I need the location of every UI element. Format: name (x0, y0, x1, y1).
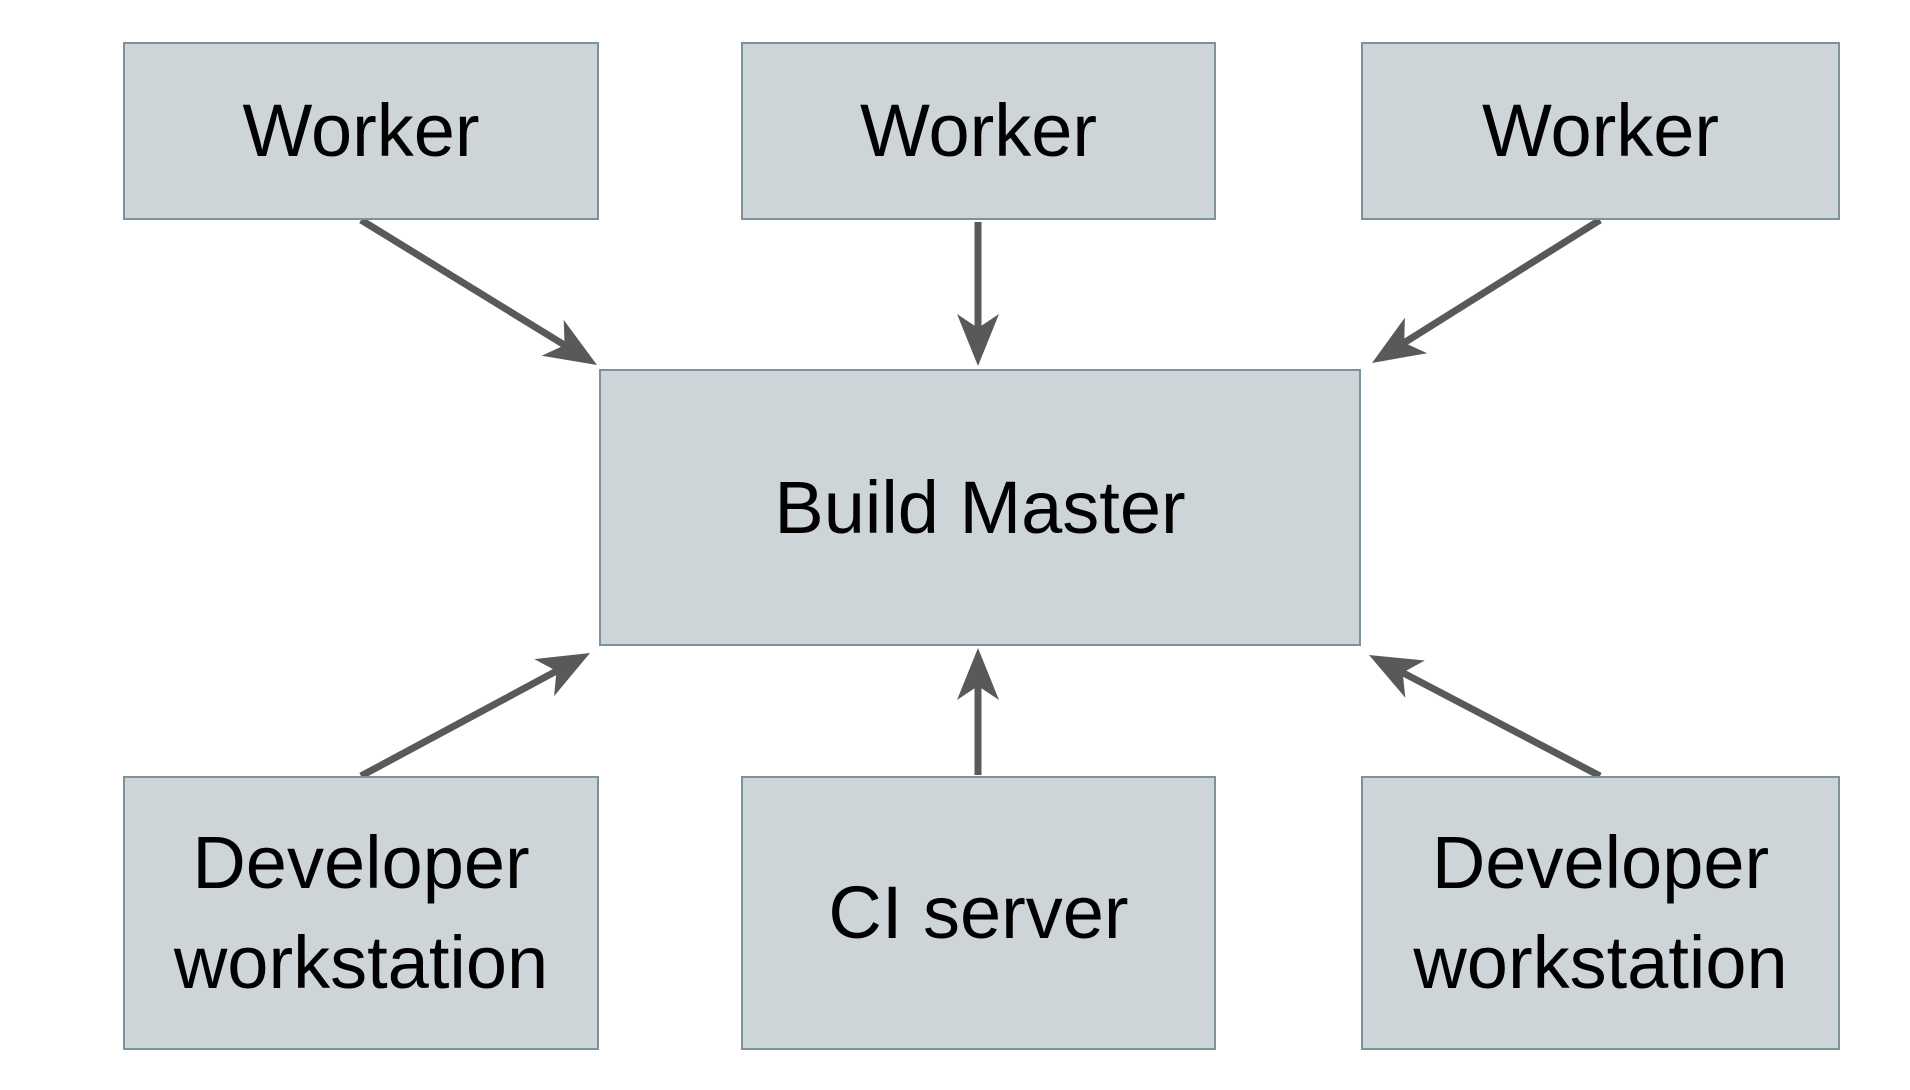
node-worker-3-label: Worker (1481, 89, 1720, 173)
node-build-master-label: Build Master (774, 465, 1186, 549)
node-build-master: Build Master (599, 369, 1361, 646)
edge-line (1398, 217, 1602, 348)
edge-line (359, 666, 562, 780)
arrow-worker3-to-buildmaster (1372, 217, 1602, 363)
node-ci-server: CI server (741, 776, 1216, 1050)
arrowhead-icon (957, 648, 999, 700)
arrow-worker1-to-buildmaster (359, 217, 597, 365)
arrow-devworkstation1-to-buildmaster (359, 653, 590, 780)
edge-line (359, 217, 570, 351)
node-developer-workstation-2-label: Developer workstation (1413, 821, 1788, 1004)
arrowhead-icon (534, 653, 590, 697)
arrowhead-icon (1372, 317, 1428, 363)
edge-line (1397, 667, 1602, 780)
arrow-devworkstation2-to-buildmaster (1369, 655, 1602, 780)
node-developer-workstation-2: Developer workstation (1361, 776, 1840, 1050)
node-worker-2-label: Worker (859, 89, 1098, 173)
node-worker-1: Worker (123, 42, 599, 220)
node-worker-3: Worker (1361, 42, 1840, 220)
arrow-ciserver-to-buildmaster (957, 648, 999, 775)
node-worker-2: Worker (741, 42, 1216, 220)
node-worker-1-label: Worker (242, 89, 480, 173)
node-developer-workstation-1-label: Developer workstation (173, 821, 549, 1004)
arrowhead-icon (957, 314, 999, 366)
node-developer-workstation-1: Developer workstation (123, 776, 599, 1050)
arrowhead-icon (541, 319, 597, 365)
arrowhead-icon (1369, 655, 1425, 698)
node-ci-server-label: CI server (828, 871, 1129, 955)
arrow-worker2-to-buildmaster (957, 222, 999, 366)
